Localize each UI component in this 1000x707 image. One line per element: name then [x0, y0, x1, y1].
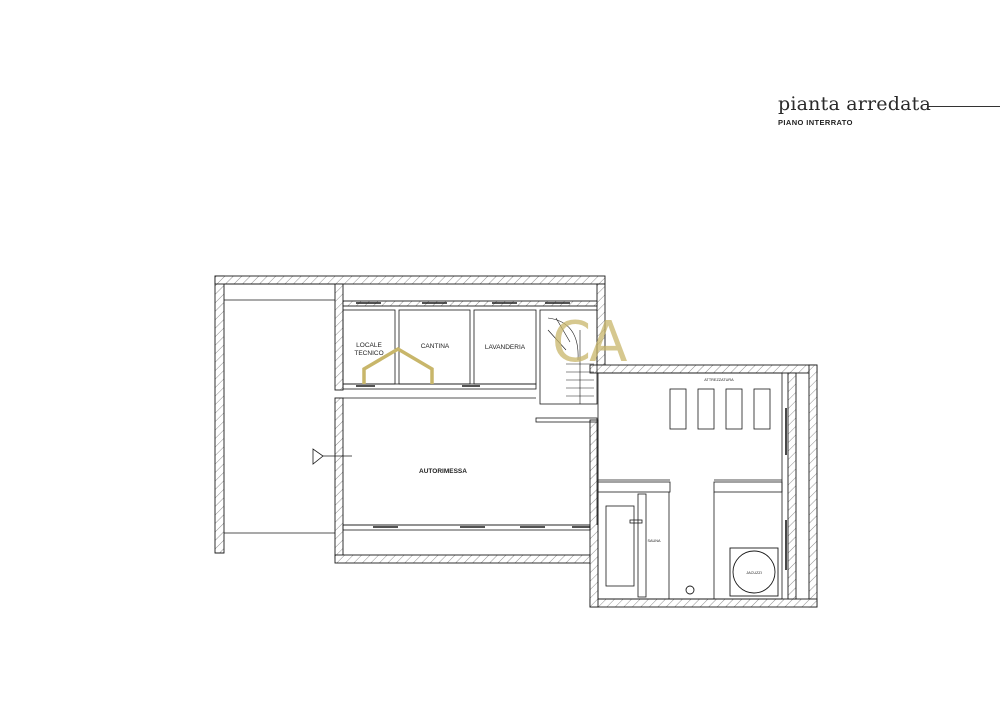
storage-bottom-wall: [342, 383, 537, 390]
floor-drain: [685, 585, 695, 595]
jacuzzi-platform: [729, 547, 779, 597]
gym-machine-1: [669, 388, 687, 430]
room-labels: LOCALE TECNICO CANTINA LAVANDERIA AUTORI…: [354, 342, 761, 575]
jacuzzi-furniture: [685, 547, 779, 597]
thin-walls: [215, 283, 783, 600]
watermark-house-roof: [362, 346, 434, 384]
label-locale-tecnico-2: TECNICO: [354, 350, 383, 357]
wall-left-ramp: [214, 275, 225, 554]
label-jacuzzi: JACUZZI: [746, 571, 762, 575]
wall-upper-corridor: [342, 300, 598, 307]
label-cantina: CANTINA: [421, 343, 450, 350]
windows: [356, 302, 787, 570]
sauna-bench: [605, 505, 635, 587]
label-sauna: SAUNA: [647, 539, 661, 543]
gym-equipment: [669, 388, 771, 430]
entry-arrow-head: [312, 448, 324, 465]
wall-left-lower: [334, 397, 344, 559]
garage-stair-wall: [535, 417, 598, 423]
wing-divider-wall-left: [597, 481, 671, 493]
title-block: pianta arredata PIANO INTERRATO: [778, 92, 931, 127]
wing-divider-wall-right: [713, 481, 783, 493]
stair-diag-1: [547, 329, 567, 351]
watermark-letters: CA: [552, 310, 627, 375]
title-rule: [928, 106, 1000, 107]
gym-machine-2: [697, 388, 715, 430]
entry-arrow: [312, 448, 352, 465]
wall-wing-right: [808, 364, 818, 608]
wall-wing-bottom: [589, 598, 818, 608]
wall-top: [214, 275, 606, 285]
page-title: pianta arredata: [778, 93, 931, 115]
stair-box: [539, 309, 598, 405]
label-autorimessa: AUTORIMESSA: [419, 468, 467, 475]
wall-bottom-main: [334, 554, 596, 564]
sauna-door: [629, 519, 643, 524]
page-subtitle: PIANO INTERRATO: [778, 118, 853, 127]
label-attrezzatura: ATTREZZATURA: [704, 378, 734, 382]
wall-inner-right: [787, 372, 797, 600]
staircase: [547, 317, 594, 404]
gym-machine-3: [725, 388, 743, 430]
label-lavanderia: LAVANDERIA: [485, 344, 526, 351]
perimeter-walls: [214, 275, 818, 608]
sauna-furniture: [605, 493, 647, 598]
jacuzzi-tub: [732, 550, 776, 594]
stair-diag-2: [555, 317, 571, 343]
gym-machine-4: [753, 388, 771, 430]
sauna-bench-upper: [637, 493, 647, 598]
watermark-logo: CA: [362, 310, 629, 384]
stair-curve: [547, 317, 579, 361]
wall-left-upper: [334, 283, 344, 391]
label-locale-tecnico-1: LOCALE: [356, 342, 382, 349]
